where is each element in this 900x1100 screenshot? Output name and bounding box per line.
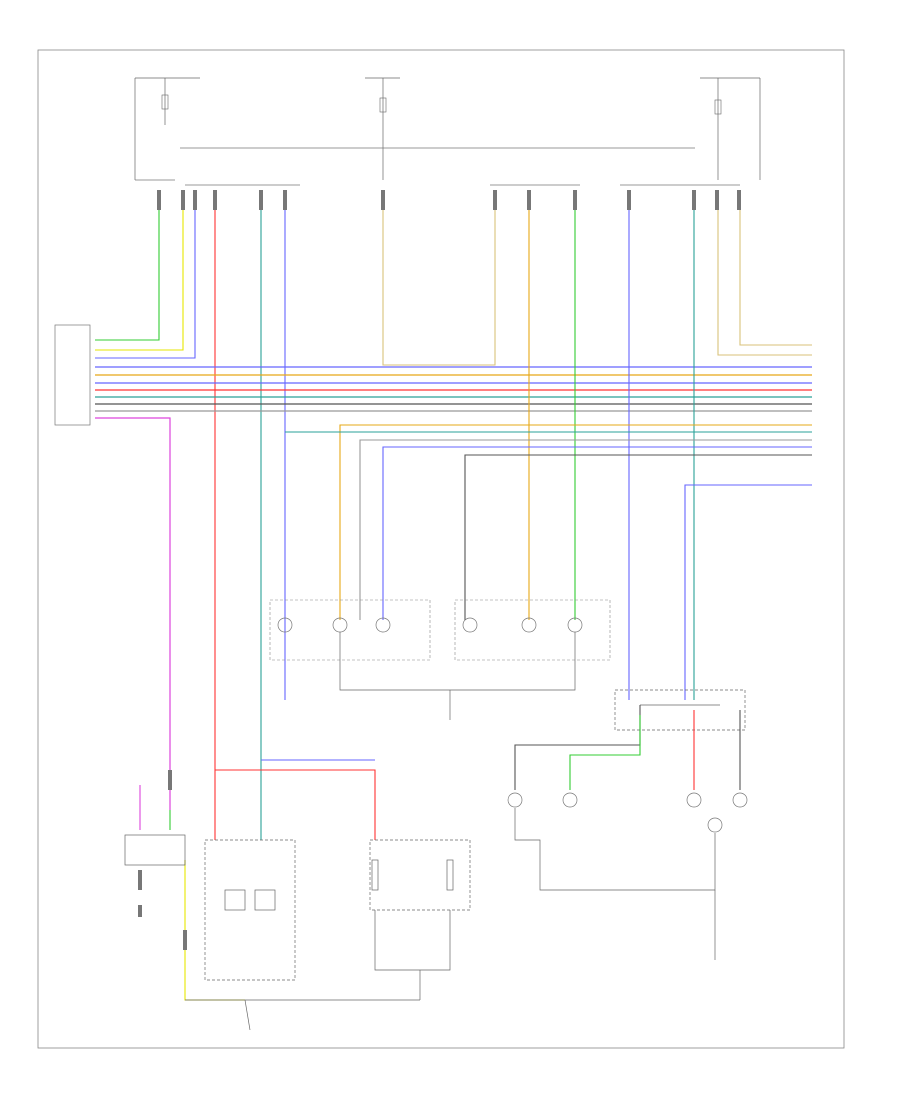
relay-box bbox=[204, 839, 296, 981]
lamp-ground-bus bbox=[339, 632, 576, 720]
fuse-right-icon bbox=[714, 99, 722, 115]
fuse-left-icon bbox=[161, 94, 169, 110]
diagram-frame bbox=[37, 49, 845, 1049]
right-cluster-wires bbox=[514, 705, 741, 790]
control-module-left bbox=[54, 324, 91, 426]
right-cluster-lamps bbox=[507, 792, 748, 833]
connector-stubs-top bbox=[157, 190, 741, 210]
bottom-ground bbox=[185, 999, 420, 1031]
right-connector bbox=[614, 689, 746, 731]
main-harness bbox=[95, 366, 812, 810]
dual-box bbox=[369, 839, 471, 1000]
switch-stubs bbox=[138, 770, 187, 950]
lower-left-wiring bbox=[139, 759, 376, 1001]
power-feed-center bbox=[365, 77, 400, 180]
fuse-center-icon bbox=[379, 97, 387, 113]
switch-box bbox=[124, 834, 186, 866]
right-cluster-ground bbox=[514, 808, 716, 960]
power-feed-right bbox=[700, 77, 761, 180]
power-feed-left bbox=[134, 77, 200, 180]
wires-top-to-module bbox=[95, 210, 286, 840]
lamp-group-right bbox=[454, 599, 611, 661]
lower-harness bbox=[285, 424, 812, 700]
lamp-group-left bbox=[269, 599, 431, 661]
top-bus bbox=[135, 147, 740, 186]
